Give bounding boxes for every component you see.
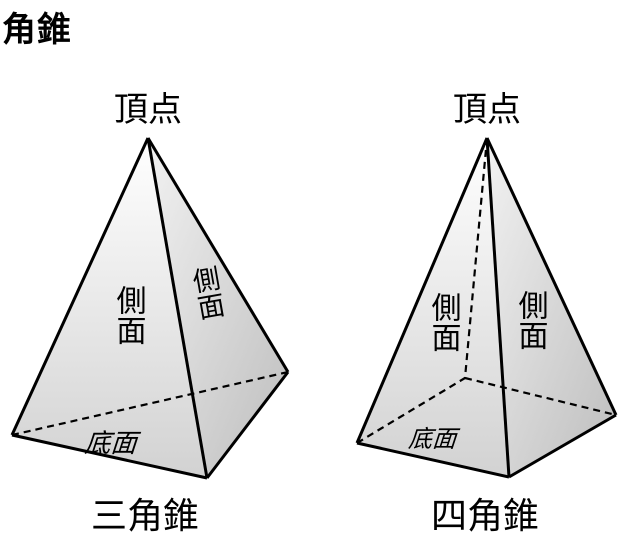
tri-front-side-label: 側面 bbox=[111, 285, 147, 345]
sq-left-face bbox=[357, 138, 509, 477]
square-pyramid: 頂点 側面 側面 底面 四角錐 bbox=[355, 90, 618, 537]
tri-base-label: 底面 bbox=[82, 429, 144, 459]
sq-right-side-label: 側面 bbox=[513, 290, 549, 350]
tri-visible-edges bbox=[10, 137, 290, 480]
sq-right-face bbox=[487, 138, 616, 477]
tri-front-face bbox=[12, 138, 207, 478]
page-title: 角錐 bbox=[2, 10, 72, 50]
sq-visible-edges bbox=[355, 137, 618, 479]
sq-left-side-label: 側面 bbox=[426, 292, 462, 352]
tri-apex-label: 頂点 bbox=[114, 90, 182, 130]
triangular-pyramid: 頂点 側面 側面 底面 三角錐 bbox=[10, 90, 290, 537]
sq-apex-label: 頂点 bbox=[453, 90, 521, 130]
tri-right-face bbox=[148, 138, 288, 478]
sq-base-label: 底面 bbox=[406, 425, 463, 453]
tri-caption: 三角錐 bbox=[91, 496, 199, 537]
sq-hidden-edges bbox=[356, 137, 617, 444]
sq-caption: 四角錐 bbox=[431, 496, 539, 537]
